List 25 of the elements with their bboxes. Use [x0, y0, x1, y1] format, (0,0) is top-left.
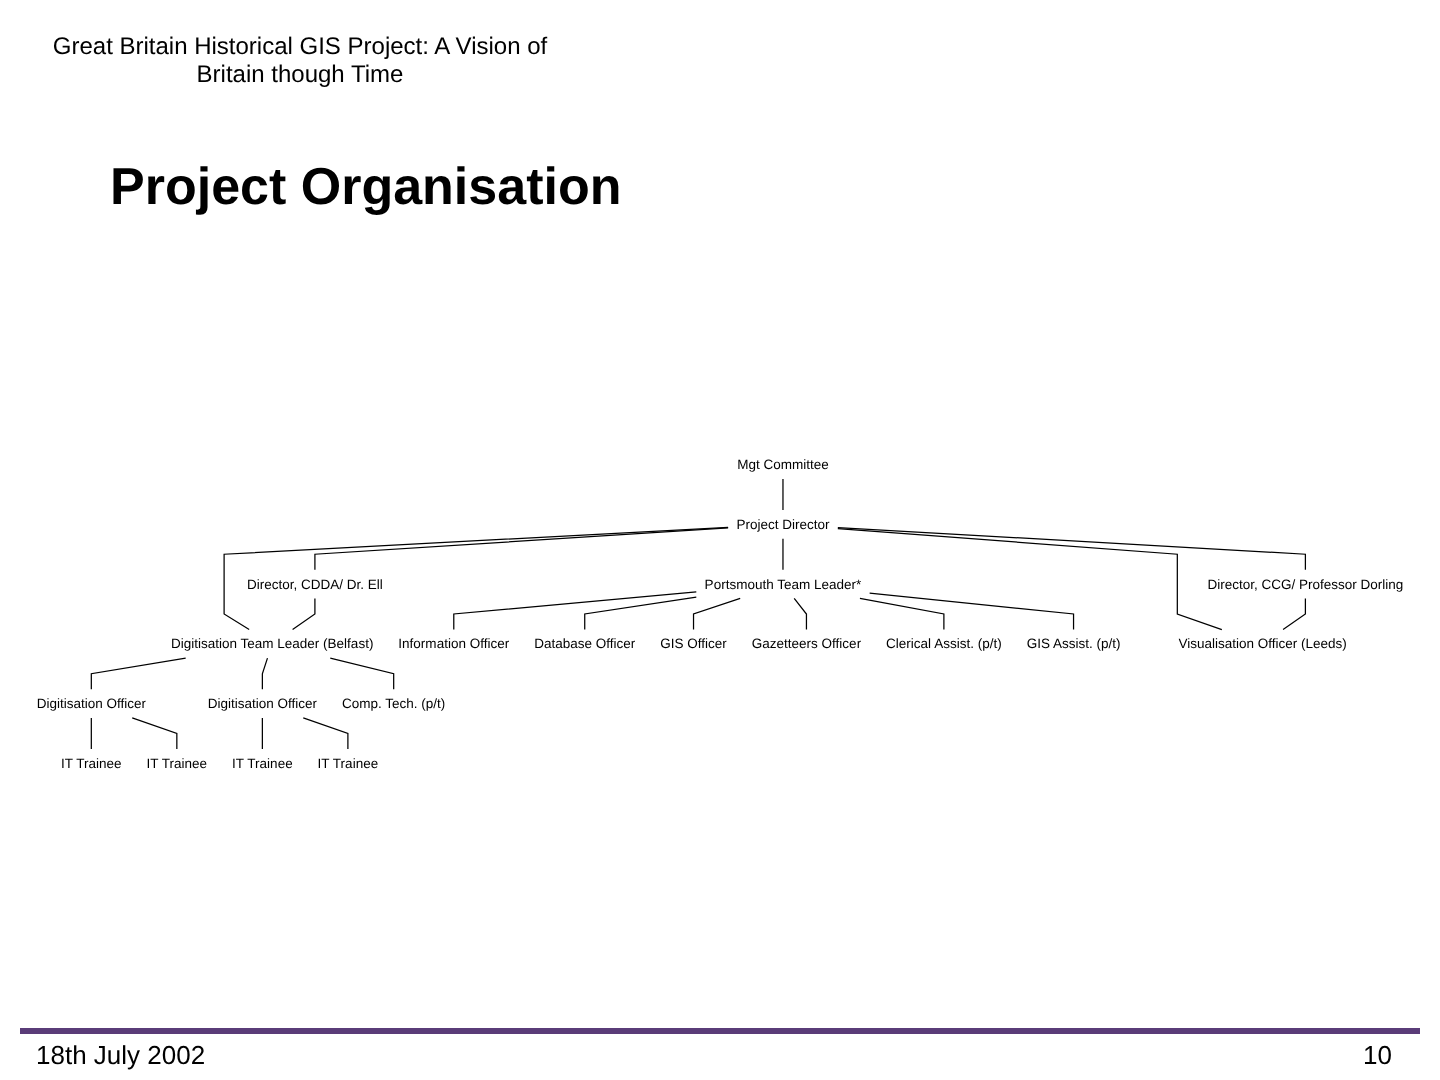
- connector: [837, 527, 1223, 631]
- connector: [261, 717, 263, 750]
- connector: [859, 597, 945, 631]
- connector: [223, 526, 729, 631]
- connector: [131, 717, 178, 750]
- connector: [869, 592, 1075, 631]
- connector: [453, 591, 697, 631]
- connector: [90, 657, 187, 690]
- page-number: 10: [1363, 1040, 1392, 1070]
- slide-title: Project Organisation: [110, 156, 622, 218]
- connector: [329, 657, 395, 690]
- connector: [261, 657, 269, 690]
- connector: [90, 717, 92, 750]
- connector: [692, 597, 741, 631]
- connector: [782, 478, 784, 511]
- connector: [584, 596, 697, 631]
- connector: [291, 597, 316, 631]
- connector: [793, 597, 808, 631]
- connector: [314, 527, 729, 571]
- date-text: 18th July 2002: [36, 1040, 206, 1070]
- connector: [302, 717, 349, 750]
- connector: [1282, 597, 1306, 631]
- connector: [782, 538, 784, 571]
- header-text: Great Britain Historical GIS Project: A Vision of Britain though Time: [50, 32, 550, 88]
- connector: [837, 526, 1306, 571]
